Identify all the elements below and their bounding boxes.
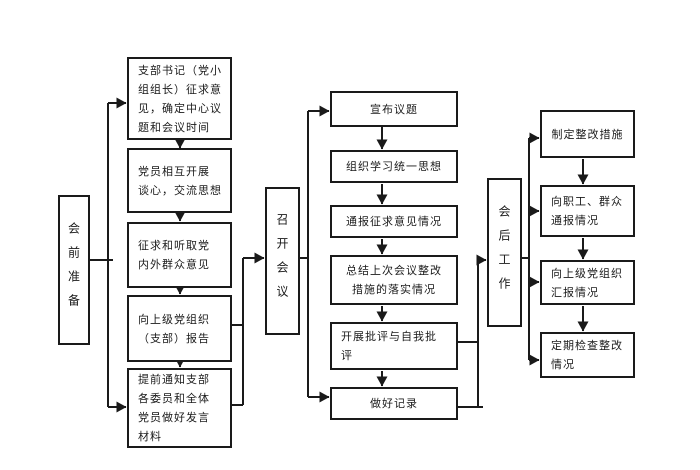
- post-step-inform-staff-and-masses: 向职工、群众 通报情况: [540, 185, 635, 237]
- meeting-stage-branch: [299, 105, 330, 403]
- stage-label: 会后工作: [497, 204, 511, 301]
- pre-step-report-to-higher-org: 向上级党组织 （支部）报告: [127, 295, 232, 362]
- stage-pre-meeting-preparation: 会前准备: [58, 195, 90, 345]
- meeting-step-criticism-and-self-criticism: 开展批评与自我批 评: [330, 322, 458, 370]
- pre-step-secretary-solicits-opinions: 支部书记（党小 组组长）征求意 见，确定中心议 题和会议时间: [127, 57, 232, 140]
- meeting-step-take-minutes: 做好记录: [330, 387, 458, 420]
- pre-step-heart-to-heart-talks: 党员相互开展 谈心，交流思想: [127, 148, 232, 213]
- meeting-step-summarize-rectification-implementation: 总结上次会议整改 措施的落实情况: [330, 255, 458, 305]
- post-step-periodic-rectification-check: 定期检查整改 情况: [540, 332, 635, 378]
- pre-step-solicit-masses-opinions: 征求和听取党 内外群众意见: [127, 222, 232, 288]
- pre-stage-branch: [90, 97, 127, 413]
- post-step-report-to-higher-party-org: 向上级党组织 汇报情况: [540, 260, 635, 305]
- meeting-to-post-branch: [457, 254, 487, 408]
- pre-to-meeting-branch: [231, 252, 265, 406]
- stage-label: 召开会议: [275, 213, 289, 309]
- meeting-step-announce-topics: 宣布议题: [330, 91, 458, 127]
- post-stage-branch: [521, 132, 540, 366]
- stage-label: 会前准备: [66, 222, 81, 318]
- stage-post-meeting-work: 会后工作: [487, 178, 522, 327]
- stage-hold-meeting: 召开会议: [265, 187, 300, 335]
- meeting-step-report-solicited-opinions: 通报征求意见情况: [330, 205, 458, 238]
- post-step-make-rectification-measures: 制定整改措施: [540, 110, 635, 158]
- meeting-step-organize-study: 组织学习统一思想: [330, 150, 458, 183]
- pre-step-notify-members-prepare-remarks: 提前通知支部 各委员和全体 党员做好发言 材料: [127, 368, 232, 448]
